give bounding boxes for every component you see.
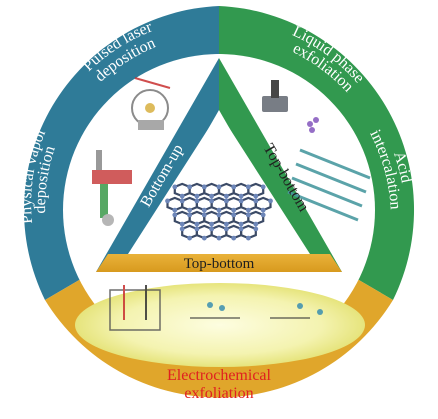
graphene-atom [187,235,192,241]
graphene-atom [172,184,178,190]
graphene-atom [179,221,185,227]
vapor-deposition-apparatus-image [92,150,132,226]
triangle-inner [128,112,310,254]
graphene-atom [238,226,244,232]
liquid-exfoliation-image [262,80,319,133]
ring-segment-top-bottom [219,6,415,300]
graphene-atom [194,221,200,227]
graphene-atom [238,193,244,199]
graphene-atom [246,184,251,190]
graphene-atom [216,184,222,190]
graphene-atom [201,184,207,190]
graphene-atom [253,193,259,199]
graphene-atom [224,198,229,204]
electrochemical-cell-image [109,285,323,331]
graphene-atom [246,207,251,213]
graphene-atom [253,221,259,227]
graphene-atom [224,226,229,232]
label-electrochemical-exfoliation: Electrochemical [167,367,271,384]
ring-segment-electrochemical [45,276,393,398]
outer-ring [23,6,415,398]
graphene-atom [201,207,207,213]
graphene-atom [179,193,185,199]
graphene-atom [194,198,200,204]
triangle [96,58,342,272]
graphene-atom [224,193,229,199]
graphene-hexagon [247,182,265,198]
graphene-atom [179,226,185,232]
graphene-atom [231,184,237,190]
graphene-atom [187,212,192,218]
acid-intercalation-image [287,148,371,222]
graphene-atom [216,212,222,218]
graphene-atom [246,212,251,218]
graphene-atom [253,226,259,232]
graphene-atom [187,184,192,190]
triangle-right-side [219,58,342,272]
ring-segment-bottom-up [23,6,219,300]
graphene-atom [179,198,185,204]
graphene-atom [246,235,251,241]
graphene-atom [194,193,200,199]
graphene-atom [231,212,237,218]
graphene-atom [209,226,214,232]
graphene-atom [231,235,237,241]
graphene-hexagon [247,210,265,226]
graphene-atom [201,212,207,218]
graphene-atom [268,198,273,204]
graphene-hexagon [254,196,272,212]
graphene-atom [216,235,222,241]
graphene-atom [172,207,178,213]
graphene-lattice-image [165,182,273,241]
graphene-atom [165,198,170,204]
graphene-atom [172,212,178,218]
graphene-atom [260,212,266,218]
graphene-hexagon [240,224,257,240]
triangle-label-top-bottom-base: Top-bottom [184,256,255,272]
graphene-atom [224,221,229,227]
pulsed-laser-apparatus-image [131,77,171,130]
graphene-atom [209,198,214,204]
graphene-atom [231,207,237,213]
graphene-atom [260,207,266,213]
graphene-atom [238,198,244,204]
graphene-atom [209,221,214,227]
graphene-atom [238,221,244,227]
graphene-atom [201,235,207,241]
graphene-atom [260,184,266,190]
electrochemical-glow [75,283,365,367]
triangle-left-side [96,58,219,272]
graphene-atom [209,193,214,199]
graphene-atom [216,207,222,213]
triangle-base [96,254,342,272]
graphene-atom [253,198,259,204]
graphene-atom [187,207,192,213]
label-electrochemical-exfoliation-line2: exfoliation [184,385,253,402]
graphene-atom [194,226,200,232]
